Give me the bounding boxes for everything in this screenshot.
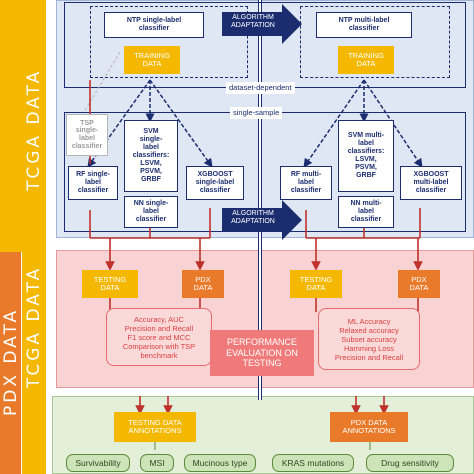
testing-data-annotations: TESTING DATA ANNOTATIONS	[114, 412, 196, 442]
dataset-dependent-tag: dataset-dependent	[226, 82, 295, 94]
single-label-dataset-group	[90, 6, 248, 78]
pdx-data-multi: PDX DATA	[398, 270, 440, 298]
multi-label-metrics: ML Accuracy Relaxed accuracy Subset accu…	[318, 308, 420, 370]
tsp-classifier-box: TSP single- label classifier	[66, 114, 108, 156]
pdx-data-annotations: PDX DATA ANNOTATIONS	[330, 412, 408, 442]
testing-data-single: TESTING DATA	[82, 270, 138, 298]
performance-evaluation-box: PERFORMANCE EVALUATION ON TESTING	[210, 330, 314, 376]
training-data-single: TRAINING DATA	[124, 46, 180, 74]
outcome-mucinous-type: Mucinous type	[184, 454, 256, 472]
adaptation-label-top: ALGORITHM ADAPTATION	[231, 14, 275, 29]
nn-multi-label-box: NN multi- label classifier	[338, 196, 394, 228]
pdx-band-outer	[0, 252, 22, 474]
rf-single-label-box: RF single- label classifier	[68, 166, 118, 200]
testing-data-multi: TESTING DATA	[290, 270, 342, 298]
center-divider-inner	[259, 0, 261, 400]
adaptation-arrow-middle	[222, 200, 302, 240]
tcga-band-inner	[22, 0, 46, 252]
multi-label-dataset-group	[300, 6, 450, 78]
svm-multi-label-box: SVM multi- label classifiers: LSVM, PSVM…	[338, 120, 394, 192]
outcome-msi: MSI	[140, 454, 174, 472]
ntp-multi-label-box: NTP multi-label classifier	[316, 12, 412, 38]
adaptation-label-middle: ALGORITHM ADAPTATION	[231, 210, 275, 225]
ntp-single-label-box: NTP single-label classifier	[104, 12, 204, 38]
xgboost-single-label-box: XGBOOST single-label classifier	[186, 166, 244, 200]
rf-multi-label-box: RF multi- label classifier	[280, 166, 332, 200]
outcome-survivability: Survivability	[66, 454, 130, 472]
tcga-band-top	[0, 0, 22, 252]
xgboost-multi-label-box: XGBOOST multi-label classifier	[400, 166, 462, 200]
band-divider	[21, 252, 22, 474]
outcome-drug-sensitivity: Drug sensitivity	[366, 454, 454, 472]
pdx-data-single: PDX DATA	[182, 270, 224, 298]
tcga-band-lower	[22, 252, 46, 474]
single-sample-tag: single-sample	[230, 107, 283, 119]
training-data-multi: TRAINING DATA	[338, 46, 394, 74]
single-label-metrics: Accuracy, AUC Precision and Recall F1 sc…	[106, 308, 212, 366]
adaptation-arrow-top	[222, 4, 302, 44]
nn-single-label-box: NN single- label classifier	[124, 196, 178, 228]
outcome-kras-mutations: KRAS mutations	[272, 454, 354, 472]
svm-single-label-box: SVM single- label classifiers: LSVM, PSV…	[124, 120, 178, 192]
